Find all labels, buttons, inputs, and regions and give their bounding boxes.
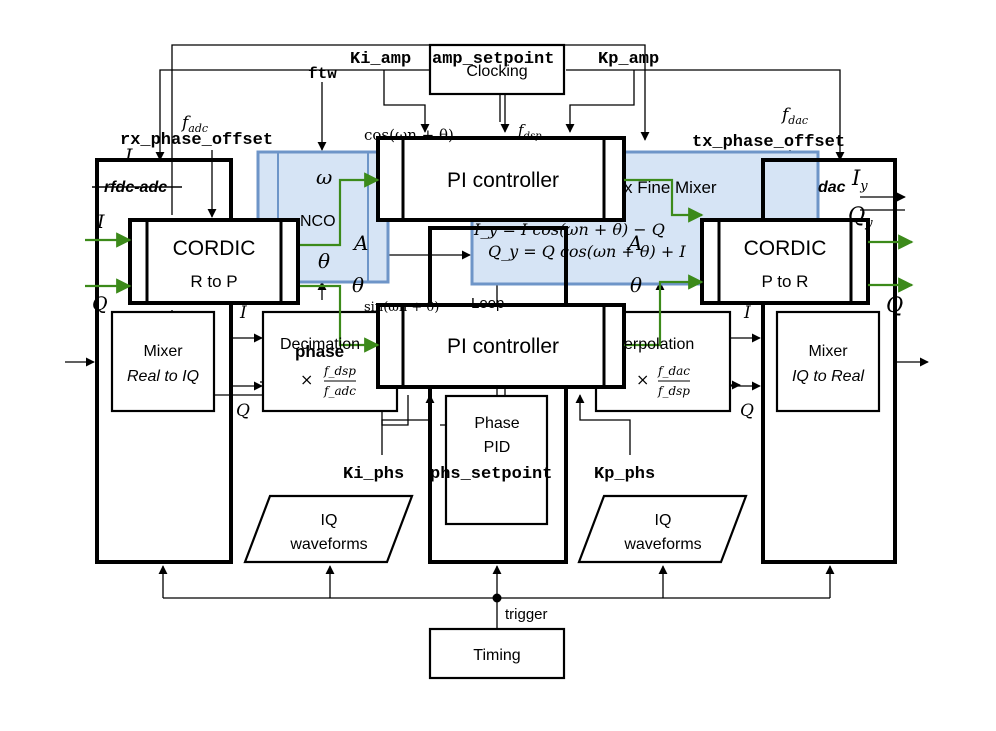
interpolation-den: f_dsp [657,384,690,398]
omega-label: ω [316,165,332,189]
mixer-right-sub: IQ to Real [792,368,864,385]
trigger-label: trigger [505,606,548,623]
mixer-right-box [775,310,881,413]
iq-waveforms-left-line1: IQ [321,512,338,529]
iq-waveforms-right [577,494,748,564]
f-adc-label: fadc [180,113,208,135]
i-top-label: I [124,145,133,167]
interpolation-times: × [636,370,649,389]
decimation-label: Decimation [280,336,360,353]
trigger-junction [492,593,502,603]
pi-bottom-label: PI controller [447,335,559,358]
rx-phase-offset-label: rx_phase_offset [120,131,273,150]
qy-label: Qy [848,203,873,231]
q-right-mid: Q [740,401,754,421]
rfdc-dac-label: dac [818,179,846,196]
timing-label: Timing [473,647,520,664]
rfdc-dac-box [761,158,897,564]
mixer-right-title: Mixer [808,343,848,360]
phase-pid-box [444,394,549,526]
i-in-label: I [96,211,105,233]
timing-box [428,627,566,680]
green-signals [85,172,914,353]
amp-left: A [352,231,368,255]
phase-pid-line1: Phase [474,415,519,432]
cordic-rp-sub: R to P [190,272,237,291]
q-in-label: Q [92,293,108,315]
mixer-left-sub: Real to IQ [127,368,199,385]
cordic-pr-sub: P to R [762,272,809,291]
iq-waveforms-right-line1: IQ [655,512,672,529]
decimation-num: f_dsp [323,364,356,378]
nco-inner [277,151,369,283]
cordic-rp-title: CORDIC [173,237,256,260]
q-left-mid: Q [236,401,250,421]
fine-mixer-eq2: Q_y = Q cos(ωn + θ) + I [488,242,686,261]
fine-mixer-label: x Fine Mixer [624,178,717,197]
iy-label: Iy [851,166,868,194]
nco-label: NCO [300,213,336,230]
sin-term: sin(ωn + θ) [364,300,439,315]
clocking-label: Clocking [466,63,527,80]
decimation-den: f_adc [323,384,356,398]
kp-phs-label: Kp_phs [594,465,655,484]
amp-right: A [626,231,642,255]
rfdc-adc-box [95,158,233,564]
decimation-times: × [300,370,313,389]
pi-controller-bottom [376,303,626,389]
f-dac-label: fdac [780,105,808,127]
interpolation-num: f_dac [657,364,690,378]
theta-nco: θ [318,249,330,273]
i-left-mid: I [239,303,247,323]
interpolation-label: erpolation [624,336,694,353]
loop-partial-label: Loop [471,295,504,312]
kp-amp-label: Kp_amp [598,50,659,69]
phs-setpoint-label: phs_setpoint [430,465,552,484]
amp-setpoint-label: amp_setpoint [432,50,554,69]
ftw-label: ftw [308,65,337,83]
theta-left: θ [352,273,364,297]
cordic-p-to-r [700,218,870,305]
clocking-box [428,43,566,96]
ki-phs-label: Ki_phs [343,465,404,484]
phase-pid-line2: PID [484,439,511,456]
cordic-r-to-p [128,218,300,305]
cordic-pr-title: CORDIC [744,237,827,260]
iq-waveforms-right-line2: waveforms [623,536,701,553]
iq-waveforms-left-line2: waveforms [289,536,367,553]
mixer-left-box [110,310,216,413]
cos-term: cos(ωn + θ) [364,126,454,144]
mixer-left-title: Mixer [143,343,183,360]
phase-pid-outer [428,226,568,564]
phase-label: phase [295,342,344,361]
i-right-mid: I [743,303,751,323]
iq-waveforms-left [243,494,414,564]
pi-controller-top [376,136,626,222]
fine-mixer-eq1: I_y = I cos(ωn + θ) − Q [473,220,665,239]
ki-amp-label: Ki_amp [350,50,411,69]
f-dsp-label: fdsp [517,121,542,142]
q-out-label: Q [886,293,903,317]
theta-right: θ [630,273,642,297]
pi-top-label: PI controller [447,169,559,192]
tx-phase-offset-label: tx_phase_offset [692,133,845,152]
